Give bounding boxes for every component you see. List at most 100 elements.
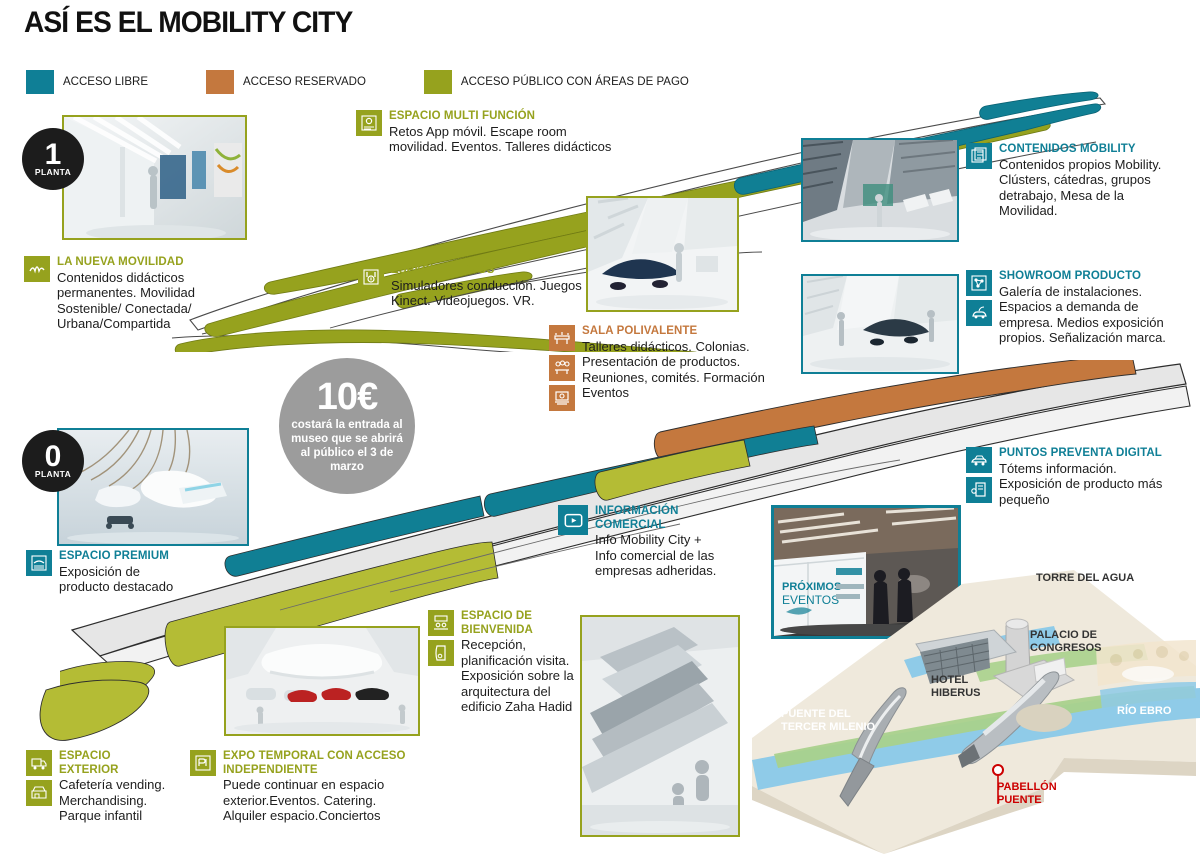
photo-floor0-welcome-cars (224, 626, 420, 736)
block-showroom-producto: SHOWROOM PRODUCTO Galería de instalacion… (966, 270, 1186, 346)
vehicle-icon (966, 447, 992, 473)
block-icons (190, 750, 216, 776)
legend-swatch-acceso-libre (26, 70, 54, 94)
photo-floor0-escalator-art (582, 617, 738, 835)
floor-word-0: PLANTA (34, 469, 72, 479)
map-label-hotel-hiberus: HOTEL HIBERUS (931, 674, 1001, 700)
block-text: EXPO TEMPORAL CON ACCESO INDEPENDIENTE P… (223, 750, 415, 824)
legend: ACCESO LIBRE ACCESO RESERVADO ACCESO PÚB… (26, 70, 721, 94)
legend-label-acceso-libre: ACCESO LIBRE (63, 76, 148, 88)
block-body: Info Mobility City + Info comercial de l… (595, 532, 717, 578)
block-icons (356, 110, 382, 136)
exhibit-icon (190, 750, 216, 776)
block-body: Contenidos propios Mobility. Clústers, c… (999, 156, 1162, 219)
legend-item-0: ACCESO LIBRE (26, 70, 148, 94)
photo-floor0-escalator (580, 615, 740, 837)
block-text: ESPACIO PREMIUM Exposición de producto d… (59, 550, 186, 595)
map-label-torre-del-agua: TORRE DEL AGUA (1036, 572, 1134, 585)
photo-floor1-product-showroom-art (803, 276, 957, 372)
block-body: Retos App móvil. Escape room movilidad. … (389, 123, 612, 155)
block-body: Contenidos didácticos permanentes. Movil… (57, 269, 196, 332)
car-charge-icon (966, 300, 992, 326)
gamepad-icon (358, 264, 384, 290)
map-label-text: PUENTE DEL TERCER MILENIO (781, 708, 876, 733)
block-text: LA NUEVA MOVILIDAD Contenidos didácticos… (57, 256, 204, 332)
block-heading: ESPACIO MULTI FUNCIÓN (389, 110, 536, 122)
brochure-icon (428, 640, 454, 666)
play-screen-icon (558, 505, 588, 535)
block-heading: LA NUEVA MOVILIDAD (57, 256, 184, 268)
block-text: ESPACIO DE BIENVENIDA Recepción, planifi… (461, 610, 576, 715)
block-icons (966, 270, 992, 326)
block-body: Exposición de producto destacado (59, 563, 174, 595)
map-label-palacio-congresos: PALACIO DE CONGRESOS (1030, 629, 1126, 655)
block-body: Cafetería vending. Merchandising. Parque… (59, 777, 166, 823)
price-description: costará la entrada al museo que se abrir… (291, 418, 403, 473)
map-label-text: PALACIO DE CONGRESOS (1030, 629, 1102, 654)
block-icons (966, 143, 992, 169)
floor-badge-0: 0 PLANTA (22, 430, 84, 492)
totem-icon (966, 477, 992, 503)
photo-floor0-welcome-cars-art (226, 628, 418, 734)
block-icons (428, 610, 454, 666)
network-icon (966, 270, 992, 296)
map-label-text: TORRE DEL AGUA (1036, 572, 1135, 584)
block-text: SHOWROOM PRODUCTO Galería de instalacion… (999, 270, 1186, 346)
documents-icon (966, 143, 992, 169)
legend-item-1: ACCESO RESERVADO (206, 70, 366, 94)
block-body: Puede continuar en espacio exterior.Even… (223, 777, 385, 823)
block-heading: SALA POLIVALENTE (582, 325, 698, 337)
floor-word-1: PLANTA (34, 167, 72, 177)
legend-swatch-acceso-reservado (206, 70, 234, 94)
block-heading: ESPACIO JUEGOS (391, 264, 495, 276)
block-text: CONTENIDOS MOBILITY Contenidos propios M… (999, 143, 1181, 219)
block-espacio-de-bienvenida: ESPACIO DE BIENVENIDA Recepción, planifi… (428, 610, 576, 715)
block-espacio-juegos: ESPACIO JUEGOS Simuladores conducción. J… (358, 264, 588, 309)
block-heading: ESPACIO DE BIENVENIDA (461, 610, 533, 636)
block-body: Galería de instalaciones. Espacios a dem… (999, 283, 1166, 346)
block-expo-temporal: EXPO TEMPORAL CON ACCESO INDEPENDIENTE P… (190, 750, 415, 824)
block-heading: CONTENIDOS MOBILITY (999, 143, 1136, 155)
block-icons (966, 447, 992, 503)
map-label-pabellon-puente: PABELLÓN PUENTE (997, 781, 1077, 807)
meeting-people-icon (549, 355, 575, 381)
block-body: Simuladores conducción. Juegos Kinect. V… (391, 277, 582, 309)
block-heading: PUNTOS PREVENTA DIGITAL (999, 447, 1162, 459)
block-text: ESPACIO EXTERIOR Cafetería vending. Merc… (59, 750, 171, 824)
map-label-puente-tercer-milenio: PUENTE DEL TERCER MILENIO (781, 708, 889, 734)
page-title: ASÍ ES EL MOBILITY CITY (24, 6, 353, 39)
block-text: ESPACIO JUEGOS Simuladores conducción. J… (391, 264, 588, 309)
photo-floor1-showroom-car-art (588, 198, 737, 310)
legend-item-2: ACCESO PÚBLICO CON ÁREAS DE PAGO (423, 70, 689, 94)
photo-floor0-premium (57, 428, 249, 546)
food-truck-icon (26, 750, 52, 776)
block-espacio-exterior: ESPACIO EXTERIOR Cafetería vending. Merc… (26, 750, 171, 824)
block-espacio-premium: ESPACIO PREMIUM Exposición de producto d… (26, 550, 186, 595)
map-label-text: PABELLÓN PUENTE (997, 781, 1057, 806)
block-sala-polivalente: SALA POLIVALENTE Talleres didácticos. Co… (549, 325, 799, 411)
svg-text:PRÓXIMOS: PRÓXIMOS (782, 580, 841, 593)
workshop-table-icon (549, 325, 575, 351)
block-heading: ESPACIO PREMIUM (59, 550, 169, 562)
block-contenidos-mobility: CONTENIDOS MOBILITY Contenidos propios M… (966, 143, 1181, 219)
svg-text:EVENTOS: EVENTOS (782, 593, 839, 607)
photo-floor0-premium-art (59, 430, 247, 544)
block-icons (558, 505, 588, 535)
block-icons (549, 325, 575, 411)
photo-floor1-product-showroom (801, 274, 959, 374)
photo-floor1-showroom-car (586, 196, 739, 312)
block-puntos-preventa-digital: PUNTOS PREVENTA DIGITAL Tótems informaci… (966, 447, 1182, 507)
block-text: SALA POLIVALENTE Talleres didácticos. Co… (582, 325, 799, 401)
floor-number-1: 1 (44, 138, 62, 171)
block-body: Recepción, planificación visita. Exposic… (461, 637, 574, 714)
location-map-inset (752, 570, 1200, 854)
floor-number-0: 0 (44, 440, 62, 473)
price-amount: 10€ (316, 375, 378, 418)
block-la-nueva-movilidad: LA NUEVA MOVILIDAD Contenidos didácticos… (24, 256, 204, 332)
block-informacion-comercial: INFORMACIÓN COMERCIAL Info Mobility City… (558, 505, 718, 579)
presentation-screen-icon (549, 385, 575, 411)
floor-badge-1: 1 PLANTA (22, 128, 84, 190)
block-icons (26, 550, 52, 576)
photo-floor1-exhibition-hall-art (803, 140, 957, 240)
